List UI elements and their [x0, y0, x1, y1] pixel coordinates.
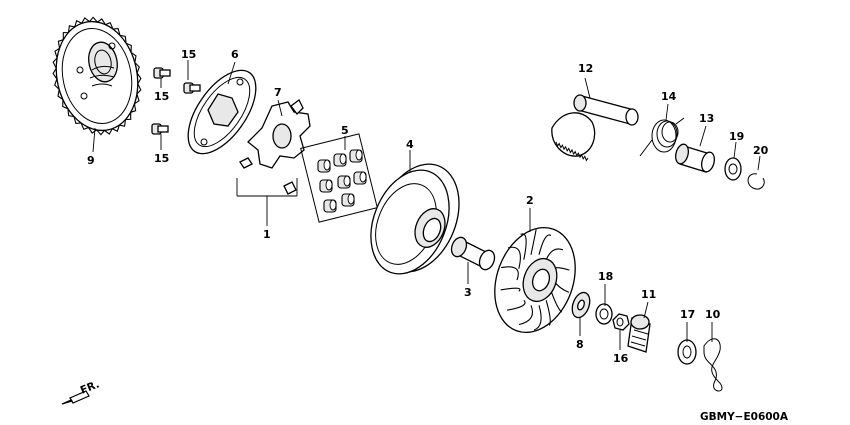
callout-6: 6 [231, 48, 239, 61]
front-label: FR. [79, 378, 102, 396]
part-16-nut [612, 313, 630, 331]
callout-18: 18 [598, 270, 613, 283]
part-4-drive-face [370, 163, 460, 275]
callout-10: 10 [705, 308, 721, 321]
part-12-spindle [551, 94, 639, 162]
part-15-bolt-middle [183, 82, 201, 94]
callout-15-middle: 15 [154, 90, 169, 103]
callout-7: 7 [274, 86, 282, 99]
callout-20: 20 [753, 144, 769, 157]
callout-2: 2 [526, 194, 534, 207]
callout-12: 12 [578, 62, 593, 75]
arrow-icon [61, 390, 90, 405]
part-6-ramp-plate [187, 69, 257, 155]
callout-5: 5 [341, 124, 349, 137]
front-direction-marker: FR. [61, 378, 102, 405]
part-15-bolt-top [153, 67, 171, 79]
part-5-rollers [300, 133, 378, 223]
drawing-code: GBMY−E0600A [700, 411, 789, 423]
callout-labels: 9 1 6 7 5 4 2 3 8 18 16 11 17 10 12 14 1… [87, 48, 769, 365]
callout-9: 9 [87, 154, 95, 167]
callout-19: 19 [729, 130, 744, 143]
part-14-spring [639, 117, 685, 157]
callout-15-bottom: 15 [154, 152, 169, 165]
part-7-slotted-plate [239, 99, 311, 195]
callout-14: 14 [661, 90, 677, 103]
callout-3: 3 [464, 286, 472, 299]
part-15-bolt-bottom [151, 123, 169, 135]
part-10-clip [703, 338, 723, 392]
leader-lines [92, 60, 761, 350]
callout-4: 4 [406, 138, 414, 151]
callout-13: 13 [699, 112, 714, 125]
callout-11: 11 [641, 288, 656, 301]
part-11-pinion [627, 314, 651, 353]
callout-15-top: 15 [181, 48, 196, 61]
part-20-circlip [747, 173, 765, 190]
part-19-washer [724, 157, 742, 181]
callout-1: 1 [263, 228, 271, 241]
part-9-driven-gear [52, 16, 142, 136]
part-17-washer [677, 339, 697, 365]
part-2-fan [494, 226, 576, 334]
callout-8: 8 [576, 338, 584, 351]
part-13-bushing [675, 143, 715, 173]
callout-16: 16 [613, 352, 629, 365]
part-8-washer [571, 291, 591, 319]
part-3-collar [450, 236, 496, 271]
callout-17: 17 [680, 308, 695, 321]
part-18-washer [595, 303, 613, 325]
